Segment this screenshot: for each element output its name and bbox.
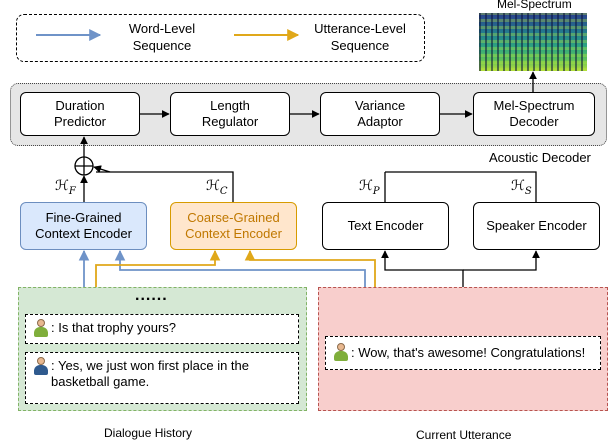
- legend-word-level-label: Word-Level Sequence: [128, 21, 196, 53]
- current-utterance-text: : Wow, that's awesome! Congratulations!: [351, 344, 586, 360]
- hs-symbol-sub: S: [524, 185, 532, 197]
- current-to-speaker-encoder-arrow: [463, 250, 540, 271]
- coarse-grained-context-encoder-label: Coarse-Grained Context Encoder: [185, 210, 282, 241]
- dialogue-ellipsis: ......: [135, 287, 168, 304]
- coarse-grained-context-encoder: Coarse-Grained Context Encoder: [170, 202, 297, 250]
- variance-adaptor-box: Variance Adaptor: [320, 92, 440, 136]
- dialogue-turn-1: : Is that trophy yours?: [25, 314, 299, 344]
- duration-predictor-label: Duration Predictor: [53, 98, 107, 129]
- mel-spectrum-decoder-box: Mel-Spectrum Decoder: [473, 92, 595, 136]
- mel-spectrogram-image: [479, 13, 587, 71]
- legend-utterance-level-label: Utterance-Level Sequence: [314, 21, 406, 53]
- hc-symbol: ℋC: [206, 178, 228, 197]
- fine-grained-context-encoder: Fine-Grained Context Encoder: [20, 202, 147, 250]
- dialogue-turn-2-text: : Yes, we just won first place in the ba…: [51, 358, 249, 389]
- current-to-text-encoder-arrow: [381, 250, 464, 287]
- text-encoder-label: Text Encoder: [347, 218, 424, 233]
- line-coarse-to-sum: [96, 171, 234, 202]
- hf-symbol-base: ℋ: [55, 178, 69, 194]
- fine-grained-context-encoder-label: Fine-Grained Context Encoder: [35, 210, 132, 241]
- hp-symbol-sub: P: [372, 185, 380, 197]
- text-encoder: Text Encoder: [322, 202, 449, 250]
- duration-predictor-box: Duration Predictor: [20, 92, 140, 136]
- arrow-merge-into-sum: [93, 165, 111, 173]
- hf-symbol-sub: F: [68, 185, 76, 197]
- speaker-a-avatar-icon: [334, 343, 348, 361]
- length-regulator-label: Length Regulator: [201, 98, 259, 129]
- hp-symbol-base: ℋ: [359, 178, 373, 194]
- hc-symbol-base: ℋ: [206, 178, 220, 194]
- variance-adaptor-label: Variance Adaptor: [354, 98, 406, 129]
- dialogue-turn-2: : Yes, we just won first place in the ba…: [25, 352, 299, 404]
- hp-symbol: ℋP: [359, 178, 380, 197]
- speaker-a-avatar-icon: [34, 319, 48, 337]
- acoustic-decoder-label: Acoustic Decoder: [489, 150, 591, 165]
- hs-symbol: ℋS: [511, 178, 532, 197]
- dialogue-history-caption: Dialogue History: [104, 426, 193, 440]
- current-utterance-bubble: : Wow, that's awesome! Congratulations!: [325, 336, 601, 370]
- speaker-encoder: Speaker Encoder: [473, 202, 600, 250]
- dialogue-turn-1-text: : Is that trophy yours?: [51, 320, 177, 335]
- mel-spectrum-decoder-label: Mel-Spectrum Decoder: [493, 98, 575, 129]
- utterance-level-current-to-coarse-arrow: [244, 249, 376, 287]
- length-regulator-box: Length Regulator: [170, 92, 290, 136]
- word-level-current-to-fine-arrow: [114, 249, 366, 287]
- speaker-encoder-label: Speaker Encoder: [486, 218, 587, 233]
- hs-symbol-base: ℋ: [511, 178, 525, 194]
- current-utterance-caption: Current Utterance: [416, 428, 512, 442]
- mel-spectrum-title: Mel-Spectrum: [497, 0, 572, 11]
- line-speaker-to-sum: [385, 171, 537, 202]
- hc-symbol-sub: C: [219, 185, 228, 197]
- utterance-level-history-to-coarse-arrow: [95, 249, 221, 287]
- hf-symbol: ℋF: [55, 178, 76, 197]
- legend-box: [16, 14, 425, 62]
- speaker-b-avatar-icon: [34, 357, 48, 375]
